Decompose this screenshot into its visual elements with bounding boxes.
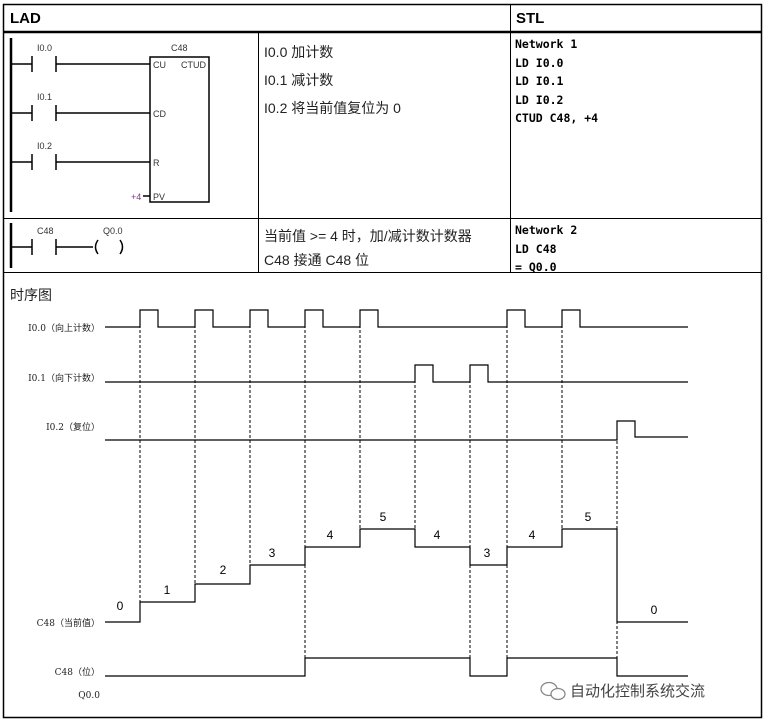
waveform-i00 xyxy=(105,309,688,328)
description-line: I0.1 减计数 xyxy=(264,72,334,88)
counter-input-r: R xyxy=(153,158,160,168)
stl-line: Network 1 xyxy=(515,37,578,51)
description-line: I0.2 将当前值复位为 0 xyxy=(264,100,401,116)
timing-diagram xyxy=(105,309,688,677)
watermark: 自动化控制系统交流 xyxy=(570,683,706,700)
stl-line: CTUD C48, +4 xyxy=(515,111,599,125)
waveform-c48-bit xyxy=(105,657,688,677)
description-line: 当前值 >= 4 时，加/减计数计数器 xyxy=(264,228,472,244)
count-value: 4 xyxy=(434,528,441,542)
counter-pv-value: +4 xyxy=(131,192,141,202)
network1-stl: Network 1 LD I0.0 LD I0.1 LD I0.2 CTUD C… xyxy=(515,35,598,128)
count-value: 4 xyxy=(529,528,536,542)
lad-network-1 xyxy=(9,38,210,212)
lad-network-2 xyxy=(9,223,124,268)
stl-header: STL xyxy=(516,10,545,27)
waveform-i01 xyxy=(105,364,688,383)
stl-line: LD I0.0 xyxy=(515,55,564,70)
count-value: 2 xyxy=(220,563,227,577)
contact-label-i01: I0.1 xyxy=(37,92,52,102)
signal-label-i01: I0.1（向下计数） xyxy=(28,372,100,384)
lad-header: LAD xyxy=(10,10,41,27)
network2-stl: Network 2 LD C48 = Q0.0 xyxy=(515,221,577,277)
wechat-icon xyxy=(540,681,566,701)
contact-label-i02: I0.2 xyxy=(37,141,52,151)
stl-line: LD I0.1 xyxy=(515,74,564,88)
counter-name: C48 xyxy=(171,43,188,53)
stl-line: = Q0.0 xyxy=(515,260,557,274)
count-value: 3 xyxy=(269,546,276,560)
counter-input-cu: CU xyxy=(153,60,166,70)
time-markers xyxy=(139,310,618,676)
stl-line: LD I0.2 xyxy=(515,92,564,107)
signal-label-c48-bit: C48（位） xyxy=(55,666,100,678)
counter-type: CTUD xyxy=(181,60,206,70)
signal-label-i02: I0.2（复位） xyxy=(46,421,100,433)
waveform-i02 xyxy=(105,420,688,441)
count-value: 3 xyxy=(484,546,491,560)
contact-label-i00: I0.0 xyxy=(37,43,52,53)
count-value: 0 xyxy=(117,599,124,613)
counter-input-pv: PV xyxy=(153,192,165,202)
description-line: C48 接通 C48 位 xyxy=(264,252,370,268)
counter-input-cd: CD xyxy=(153,109,166,119)
count-value: 5 xyxy=(585,510,592,524)
count-value: 4 xyxy=(327,528,334,542)
count-value: 5 xyxy=(380,510,387,524)
count-value: 1 xyxy=(164,583,171,597)
stl-line: Network 2 xyxy=(515,223,578,237)
network2-description: 当前值 >= 4 时，加/减计数计数器 C48 接通 C48 位 xyxy=(264,224,472,272)
contact-label-c48: C48 xyxy=(37,226,54,236)
waveform-c48-value xyxy=(105,528,688,623)
signal-label-q00: Q0.0 xyxy=(78,691,100,701)
signal-label-c48-value: C48（当前值） xyxy=(37,617,100,629)
description-line: I0.0 加计数 xyxy=(264,44,334,60)
network1-description: I0.0 加计数 I0.1 减计数 I0.2 将当前值复位为 0 xyxy=(264,38,401,122)
timing-title: 时序图 xyxy=(10,287,52,303)
count-value: 0 xyxy=(651,603,658,617)
coil-label-q00: Q0.0 xyxy=(103,226,123,236)
stl-line: LD C48 xyxy=(515,241,557,256)
signal-label-i00: I0.0（向上计数） xyxy=(28,322,100,334)
